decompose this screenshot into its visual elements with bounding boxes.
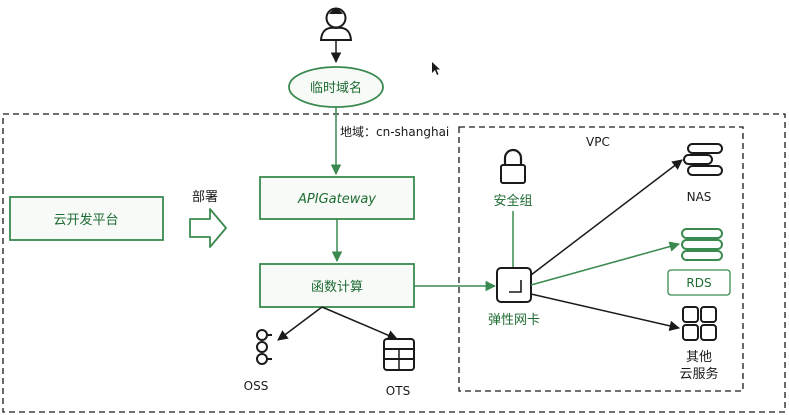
other-services-label-line2: 云服务 <box>679 366 718 382</box>
function-compute-box <box>259 263 415 308</box>
deploy-label: 部署 <box>192 190 218 205</box>
region-label: 地域：cn-shanghai <box>340 125 449 139</box>
eni-to-rds-arrow <box>530 241 681 286</box>
eni-label: 弹性网卡 <box>488 313 540 328</box>
nas-label: NAS <box>687 190 712 204</box>
eni-icon <box>496 267 532 303</box>
fc-to-oss-arrow <box>277 306 323 341</box>
api-gateway-box <box>259 176 415 220</box>
other-services-label-line1: 其他 <box>686 350 712 365</box>
eni-to-nas-arrow <box>530 159 683 276</box>
region-boundary <box>2 113 786 413</box>
lock-icon <box>500 148 526 184</box>
fc-to-ots-arrow <box>321 306 398 341</box>
dev-platform-label: 云开发平台 <box>53 212 118 228</box>
function-compute-label: 函数计算 <box>311 280 363 295</box>
mouse-cursor-icon <box>432 62 440 75</box>
security-group-label: 安全组 <box>493 193 532 209</box>
user-icon <box>319 7 353 41</box>
oss-icon <box>256 329 272 365</box>
deploy-arrow-icon <box>189 208 227 248</box>
vpc-boundary <box>458 126 744 392</box>
vpc-label: VPC <box>586 135 610 149</box>
grid-services-icon <box>682 306 717 341</box>
database-stack-icon <box>681 228 723 261</box>
dev-platform-box <box>9 196 164 241</box>
nas-stack-icon <box>683 143 723 176</box>
rds-label: RDS <box>686 276 711 290</box>
rds-label-box <box>667 269 731 296</box>
api-gateway-label: APIGateway <box>297 192 376 207</box>
temp-domain-label: 临时域名 <box>310 80 362 96</box>
ots-table-icon <box>383 338 415 371</box>
ots-label: OTS <box>386 384 410 398</box>
eni-to-other-arrow <box>530 293 681 332</box>
oss-label: OSS <box>244 379 269 393</box>
